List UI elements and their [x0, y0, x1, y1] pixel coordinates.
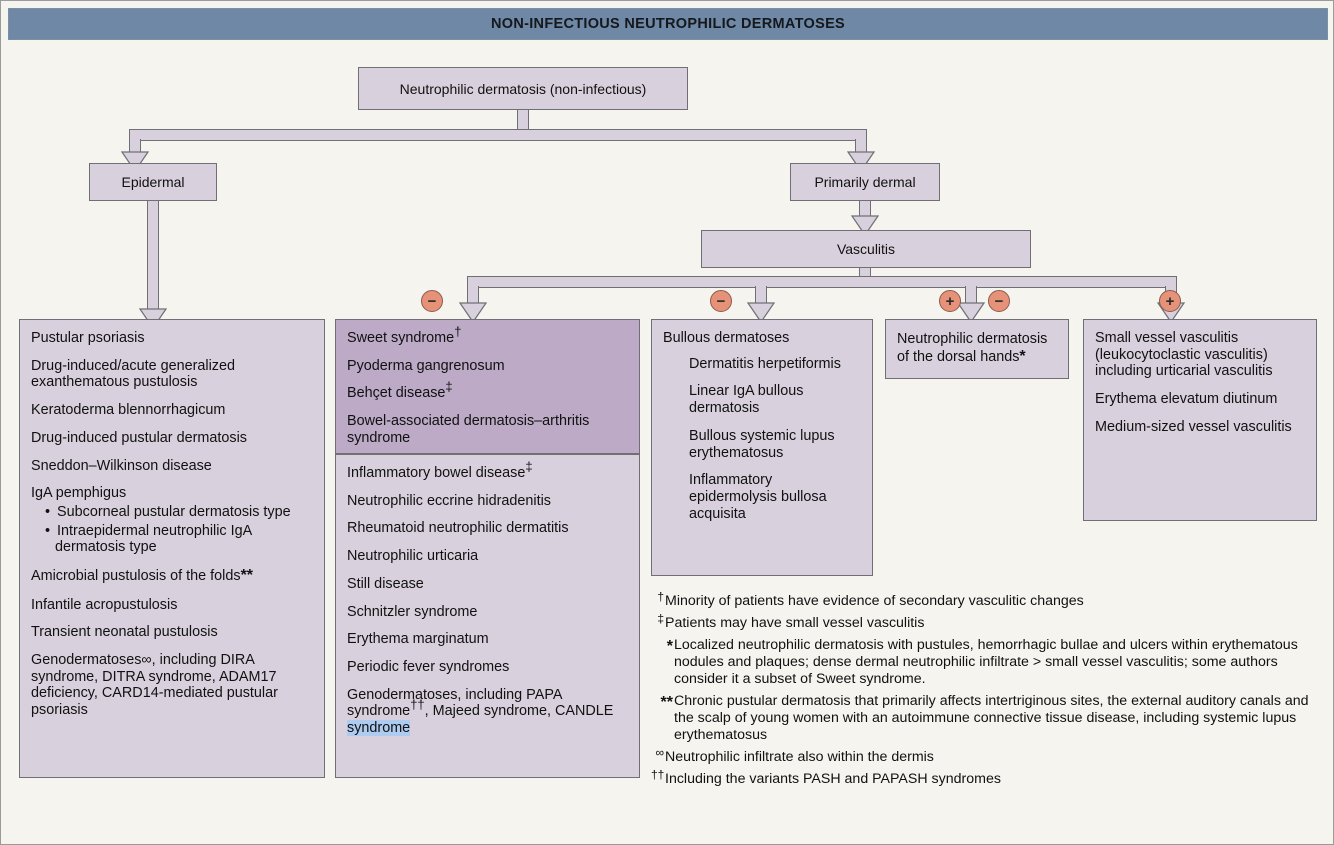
list-item: IgA pemphigus: [31, 485, 127, 502]
arrowhead-epidermal-list: [139, 308, 167, 330]
marker-plus-2: +: [1159, 290, 1181, 312]
panel-dorsal-hands[interactable]: Neutrophilic dermatosis of the dorsal ha…: [885, 319, 1069, 379]
marker-symbol: −: [716, 292, 726, 310]
list-item: Genodermatoses∞, including DIRA syndrome…: [31, 651, 278, 719]
list-item-label: Neutrophilic dermatosis of the dorsal ha…: [897, 330, 1048, 365]
list-item: Small vessel vasculitis (leukocytoclasti…: [1095, 330, 1273, 380]
arrowhead-primarily-dermal: [847, 151, 875, 173]
list-item: Transient neonatal pustulosis: [31, 624, 218, 641]
list-item-genodermatoses: Genodermatoses, including PAPA syndrome†…: [347, 687, 628, 737]
marker-plus-1: +: [939, 290, 961, 312]
marker-symbol: +: [1165, 292, 1175, 310]
arrowhead-vasculitis: [851, 215, 879, 237]
footnote-row: ‡ Patients may have small vessel vasculi…: [651, 611, 1327, 632]
list-item-label: Inflammatory bowel disease: [347, 465, 526, 481]
footnote-marker: ∞: [655, 745, 664, 760]
marker-minus-3: −: [988, 290, 1010, 312]
list-item: Erythema elevatum diutinum: [1095, 391, 1278, 408]
footnote-row: † Minority of patients have evidence of …: [651, 589, 1327, 610]
connector-epidermal-stem: [147, 200, 159, 313]
list-item: Schnitzler syndrome: [347, 603, 478, 620]
node-epidermal[interactable]: Epidermal: [89, 163, 217, 201]
footnote-ref: ‡: [525, 459, 533, 475]
footnote-marker: †: [657, 589, 664, 604]
list-item: Sweet syndrome†: [347, 325, 628, 347]
connector-vasculitis-bus: [467, 276, 1177, 288]
list-item-label: Behçet disease: [347, 385, 446, 402]
footnote-text: Minority of patients have evidence of se…: [665, 593, 1084, 609]
list-item: Neutrophilic eccrine hidradenitis: [347, 492, 551, 509]
list-item: Periodic fever syndromes: [347, 658, 510, 675]
footnote-marker: ‡: [657, 611, 664, 626]
list-item: Inflammatory bowel disease‡: [347, 460, 628, 482]
list-item: Rheumatoid neutrophilic dermatitis: [347, 520, 569, 537]
diagram-title-bar: NON-INFECTIOUS NEUTROPHILIC DERMATOSES: [8, 8, 1328, 40]
footnote-marker: *: [666, 638, 673, 656]
footnote-ref: ††: [410, 697, 425, 713]
footnote-text: Localized neutrophilic dermatosis with p…: [674, 637, 1298, 688]
marker-symbol: −: [427, 292, 437, 310]
footnote-row: ∞ Neutrophilic infiltrate also within th…: [651, 745, 1327, 766]
marker-minus-1: −: [421, 290, 443, 312]
footnotes-block: † Minority of patients have evidence of …: [651, 589, 1327, 793]
footnote-ref: †: [454, 324, 462, 340]
marker-symbol: −: [994, 292, 1004, 310]
footnote-marker: **: [660, 694, 673, 712]
list-item: Drug-induced pustular dermatosis: [31, 429, 247, 446]
list-item: Drug-induced/acute generalized exanthema…: [31, 357, 235, 391]
footnote-text: Chronic pustular dermatosis that primari…: [674, 693, 1309, 744]
footnote-text: Including the variants PASH and PAPASH s…: [665, 771, 1001, 788]
genodermatoses-mid: , Majeed syndrome, CANDLE: [424, 703, 614, 720]
panel-sweet-associated[interactable]: Inflammatory bowel disease‡ Neutrophilic…: [335, 454, 640, 778]
list-item: Medium-sized vessel vasculitis: [1095, 418, 1292, 435]
list-item: Neutrophilic dermatosis of the dorsal ha…: [897, 331, 1057, 366]
footnote-row: ** Chronic pustular dermatosis that prim…: [651, 693, 1327, 744]
arrowhead-sweet: [459, 302, 487, 324]
footnote-ref: *: [1019, 347, 1026, 365]
list-item-label: Sweet syndrome: [347, 330, 455, 346]
marker-minus-2: −: [710, 290, 732, 312]
list-item: Sneddon–Wilkinson disease: [31, 457, 212, 474]
list-item: Bullous systemic lupus erythematosus: [689, 427, 835, 461]
page-title: NON-INFECTIOUS NEUTROPHILIC DERMATOSES: [490, 16, 846, 32]
arrowhead-epidermal: [121, 151, 149, 173]
list-item: Pustular psoriasis: [31, 330, 145, 346]
footnote-ref: **: [240, 567, 254, 585]
list-item: Bowel-associated dermatosis–arthritis sy…: [347, 413, 590, 446]
panel-bullous-dermatoses[interactable]: Bullous dermatoses Dermatitis herpetifor…: [651, 319, 873, 576]
node-primarily-dermal[interactable]: Primarily dermal: [790, 163, 940, 201]
panel-epidermal-list[interactable]: Pustular psoriasis Drug-induced/acute ge…: [19, 319, 325, 778]
node-vasculitis[interactable]: Vasculitis: [701, 230, 1031, 268]
list-item: Still disease: [347, 575, 424, 592]
footnote-marker: ††: [651, 767, 665, 782]
panel-heading: Bullous dermatoses: [663, 330, 790, 346]
list-item: Linear IgA bullous dermatosis: [689, 383, 804, 417]
list-item: Keratoderma blennorrhagicum: [31, 402, 226, 419]
footnote-ref: ‡: [445, 379, 453, 395]
list-item: Pyoderma gangrenosum: [347, 357, 505, 374]
marker-symbol: +: [945, 292, 955, 310]
genodermatoses-pre: Genodermatoses, including PAPA syndrome: [347, 686, 562, 720]
footnote-text: Patients may have small vessel vasculiti…: [665, 615, 925, 632]
list-item-label: Amicrobial pustulosis of the folds: [31, 568, 241, 585]
selected-text[interactable]: syndrome: [347, 720, 411, 737]
list-item: Neutrophilic urticaria: [347, 548, 479, 565]
list-item: Behçet disease‡: [347, 381, 628, 402]
panel-vessel-vasculitis[interactable]: Small vessel vasculitis (leukocytoclasti…: [1083, 319, 1317, 521]
footnote-row: * Localized neutrophilic dermatosis with…: [651, 637, 1327, 688]
footnote-row: †† Including the variants PASH and PAPAS…: [651, 767, 1327, 788]
list-item: Infantile acropustulosis: [31, 596, 178, 613]
arrowhead-dorsal-hands: [957, 302, 985, 324]
connector-root-bus: [129, 129, 867, 141]
node-root[interactable]: Neutrophilic dermatosis (non-infectious): [358, 67, 688, 110]
panel-sweet-group[interactable]: Sweet syndrome† Pyoderma gangrenosum Beh…: [335, 319, 640, 454]
list-item: Erythema marginatum: [347, 631, 489, 648]
list-item: Amicrobial pustulosis of the folds**: [31, 567, 313, 586]
list-item: Subcorneal pustular dermatosis type: [41, 504, 313, 521]
arrowhead-bullous: [747, 302, 775, 324]
list-item: Intraepidermal neutrophilic IgA dermatos…: [41, 523, 313, 556]
list-item: Inflammatory epidermolysis bullosa acqui…: [689, 472, 827, 522]
footnote-text: Neutrophilic infiltrate also within the …: [665, 749, 934, 766]
list-item: Dermatitis herpetiformis: [689, 355, 841, 372]
